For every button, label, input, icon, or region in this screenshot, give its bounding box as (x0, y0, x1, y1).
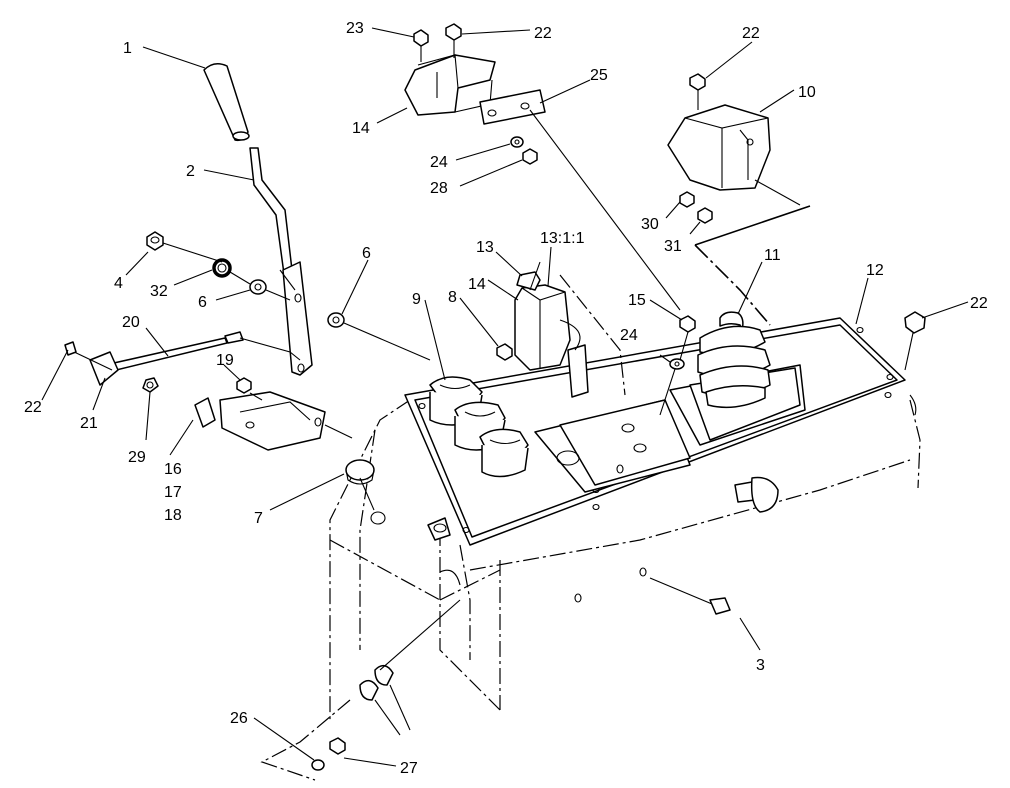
callout-labels: 1 2 3 4 6 6 7 8 9 10 11 12 13 13:1:1 14 … (24, 20, 988, 777)
callout-19: 19 (216, 352, 234, 369)
callout-28: 28 (430, 180, 448, 197)
callout-23: 23 (346, 20, 364, 37)
lever-hardware (146, 231, 431, 361)
callout-24-center: 24 (620, 327, 638, 344)
switch-bracket (194, 377, 353, 451)
callout-7: 7 (254, 510, 263, 527)
battery-cable-terminals (260, 569, 461, 781)
callout-8: 8 (448, 289, 457, 306)
bolt-3 (649, 577, 731, 615)
callout-16: 16 (164, 461, 182, 478)
callout-2: 2 (186, 163, 195, 180)
relay-13 (496, 261, 626, 398)
relay-block-top (404, 23, 681, 311)
bolt-15 (659, 315, 696, 416)
callout-22-top: 22 (534, 25, 552, 42)
callout-9: 9 (412, 291, 421, 308)
switch-boots (429, 376, 529, 478)
callout-10: 10 (798, 84, 816, 101)
shift-boot (697, 311, 771, 409)
callout-21: 21 (80, 415, 98, 432)
callout-25: 25 (590, 67, 608, 84)
callout-1: 1 (123, 40, 132, 57)
callout-29: 29 (128, 449, 146, 466)
callout-22-left: 22 (24, 399, 42, 416)
callout-13-1-1: 13:1:1 (540, 230, 585, 247)
callout-14-center: 14 (468, 276, 486, 293)
callout-26: 26 (230, 710, 248, 727)
callout-32: 32 (150, 283, 168, 300)
throttle-cable (64, 331, 301, 393)
callout-12: 12 (866, 262, 884, 279)
callout-22-relay: 22 (742, 25, 760, 42)
callout-17: 17 (164, 484, 182, 501)
callout-24-top: 24 (430, 154, 448, 171)
callout-22-right: 22 (970, 295, 988, 312)
callout-20: 20 (122, 314, 140, 331)
callout-31: 31 (664, 238, 682, 255)
bolt-22-right (904, 311, 926, 371)
callout-6-right: 6 (362, 245, 371, 262)
callout-4: 4 (114, 275, 123, 292)
relay-10 (667, 73, 811, 326)
callout-30: 30 (641, 216, 659, 233)
panel-fastener (427, 517, 451, 541)
callout-27: 27 (400, 760, 418, 777)
callout-14-top: 14 (352, 120, 370, 137)
hole-plug (345, 459, 375, 511)
shift-lever (203, 63, 313, 376)
callout-6-left: 6 (198, 294, 207, 311)
callout-15: 15 (628, 292, 646, 309)
inner-plates (534, 364, 806, 493)
panel-knob (734, 476, 779, 513)
callout-3: 3 (756, 657, 765, 674)
callout-11: 11 (764, 247, 781, 264)
callout-13: 13 (476, 239, 494, 256)
leader-lines (41, 27, 969, 767)
callout-18: 18 (164, 507, 182, 524)
